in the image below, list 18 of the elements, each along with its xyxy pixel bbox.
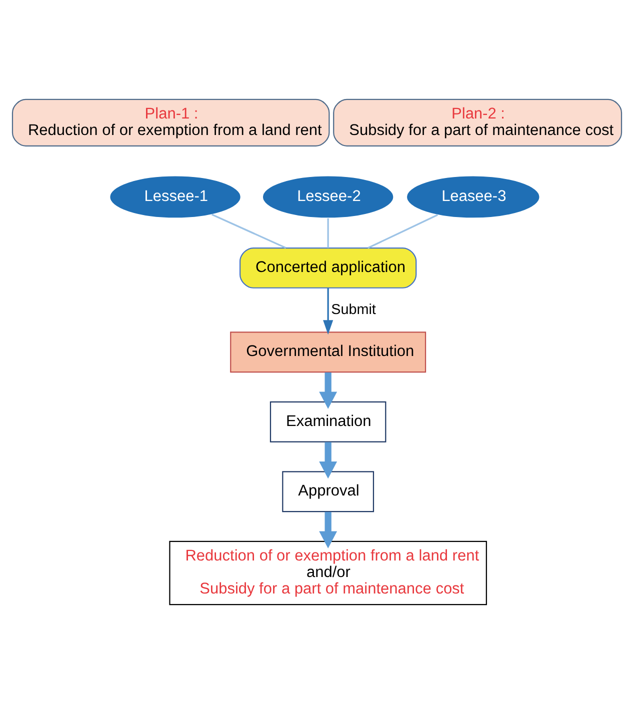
- arrow: [319, 442, 338, 479]
- node-box: Examination: [270, 401, 386, 442]
- node-box: Reduction of or exemption from a land rent and/or Subsidy for a part of maintenance cost: [169, 540, 487, 606]
- edge-label: Submit: [331, 302, 376, 318]
- node-ellipse: Lessee-1: [109, 175, 242, 219]
- node-box: Plan-2 : Subsidy for a part of maintenance cost: [333, 98, 622, 146]
- connector: [212, 214, 286, 249]
- node-box: Plan-1 : Reduction of or exemption from a land rent: [12, 98, 330, 146]
- connector: [327, 218, 329, 248]
- arrow: [319, 372, 338, 409]
- node-ellipse: Leasee-3: [406, 175, 540, 219]
- node-box: Concerted application: [239, 247, 417, 288]
- connector: [367, 214, 438, 249]
- arrow: [323, 288, 334, 335]
- node-box: Approval: [282, 471, 374, 512]
- node-ellipse: Lessee-2: [262, 175, 394, 219]
- arrow: [319, 512, 338, 548]
- node-box: Governmental Institution: [230, 332, 426, 373]
